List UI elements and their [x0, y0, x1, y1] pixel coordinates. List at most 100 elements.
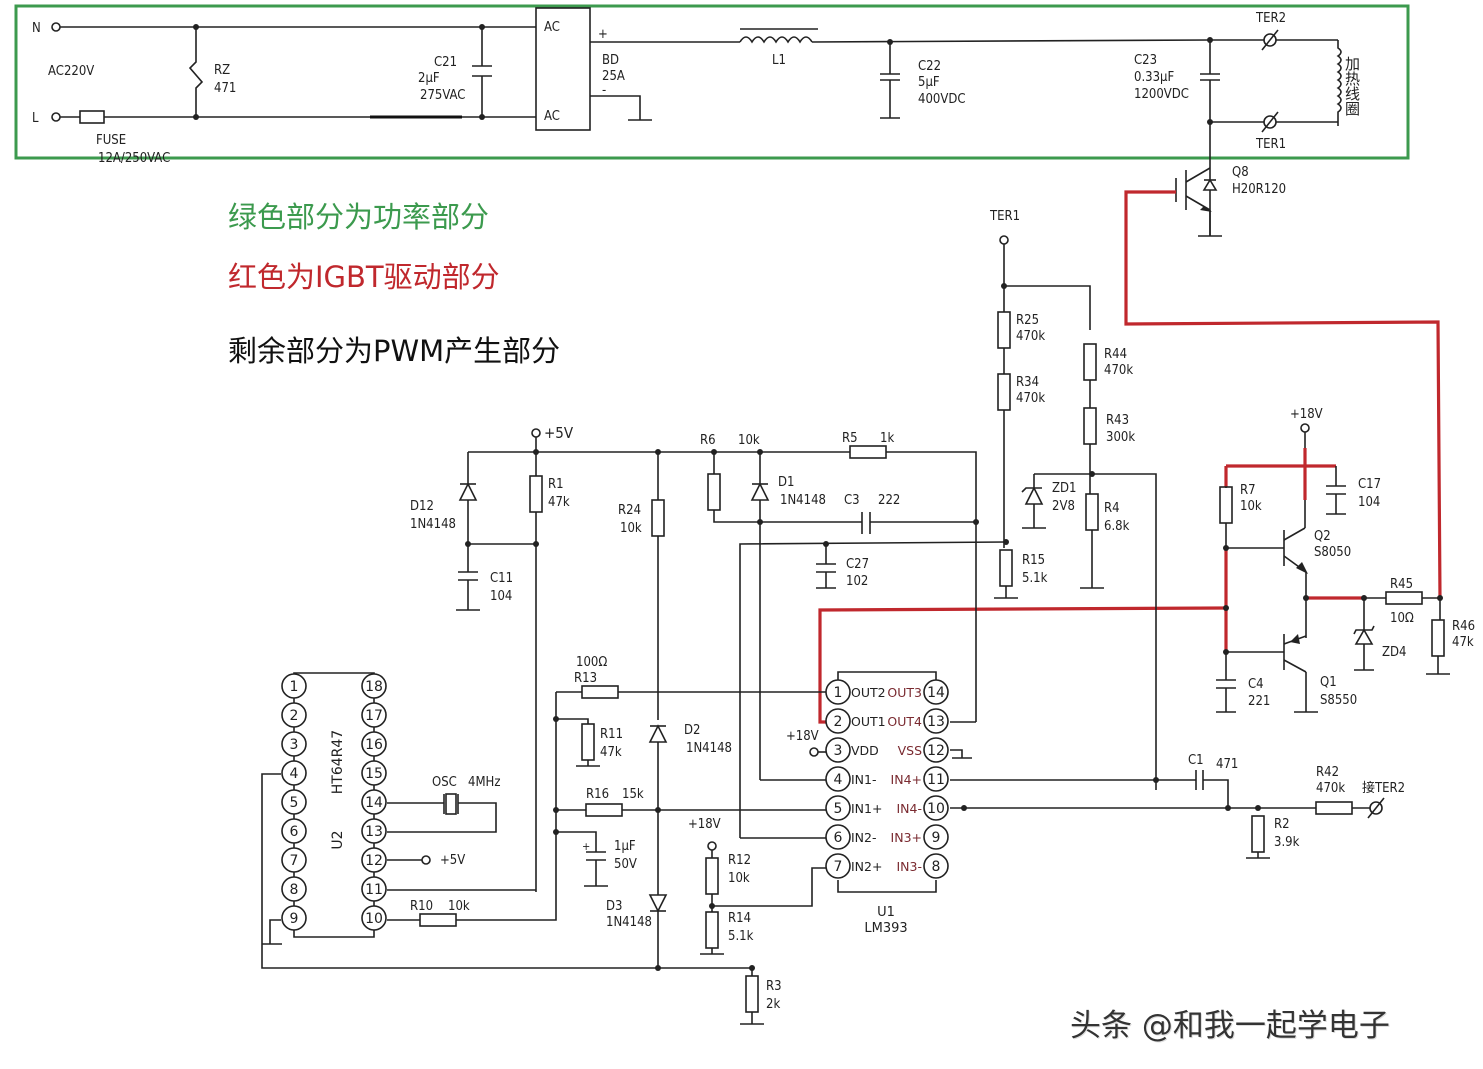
c27-value: 102	[846, 574, 868, 589]
u1-pin-number: 9	[932, 830, 941, 846]
igbt-drive-path	[818, 190, 1442, 724]
rz-ref: RZ	[214, 63, 230, 78]
u1-pin-number: 2	[834, 714, 843, 730]
u2-pin	[361, 905, 387, 931]
r2-ref: R2	[1274, 817, 1290, 832]
heating-coil	[1336, 40, 1342, 126]
u2-pin-number: 13	[365, 824, 383, 840]
u1-pin	[923, 679, 949, 705]
u2-part: HT64R47	[330, 730, 346, 794]
u1-pin	[825, 795, 851, 821]
r43-ref: R43	[1106, 413, 1129, 428]
bridge-ref: BD	[602, 53, 619, 68]
l1-ref: L1	[772, 53, 786, 68]
r42-value: 470k	[1316, 781, 1345, 796]
u1-pin-name: IN4-	[896, 801, 922, 816]
r34-ref: R34	[1016, 375, 1039, 390]
r14-ref: R14	[728, 911, 751, 926]
d12-value: 1N4148	[410, 517, 456, 532]
r46-value: 47k	[1452, 635, 1474, 650]
u1-pin-name: OUT2	[851, 685, 886, 700]
u2-wiring: OSC 4MHz +5V R10 10k	[261, 692, 753, 978]
bridge-plus: +	[598, 27, 608, 42]
u2-pin-number: 15	[365, 766, 383, 782]
vcc5-label: +5V	[544, 424, 574, 442]
r11-ref: R11	[600, 727, 623, 742]
r7-ref: R7	[1240, 483, 1256, 498]
c3-value: 222	[878, 493, 900, 508]
c17-value: 104	[1358, 495, 1380, 510]
r14-value: 5.1k	[728, 929, 754, 944]
bridge-rectifier	[535, 7, 591, 131]
u2-pin-number: 2	[290, 708, 299, 724]
u1-pin	[825, 679, 851, 705]
u2-pin-number: 14	[365, 795, 383, 811]
svg-text:+: +	[582, 840, 590, 853]
u2-pin-number: 4	[290, 766, 299, 782]
r45-ref: R45	[1390, 577, 1413, 592]
r4-ref: R4	[1104, 501, 1120, 516]
bridge-value: 25A	[602, 69, 625, 84]
c23-ref: C23	[1134, 53, 1157, 68]
d3-value: 1N4148	[606, 915, 652, 930]
r13-ref: R13	[574, 671, 597, 686]
u2-pin	[281, 905, 307, 931]
u1-pin-number: 5	[834, 801, 843, 817]
u1-pin-number: 8	[932, 859, 941, 875]
inductor-l1	[739, 36, 813, 44]
u2-pin-number: 3	[290, 737, 299, 753]
driver-vcc: +18V	[1290, 407, 1323, 422]
q8-value: H20R120	[1232, 182, 1286, 197]
r5-value: 1k	[880, 431, 894, 446]
r24-ref: R24	[618, 503, 641, 518]
coil-label: 加热线圈	[1343, 56, 1361, 116]
u1-pin-number: 14	[927, 685, 945, 701]
r16-value: 15k	[622, 787, 644, 802]
supply-label: AC220V	[48, 64, 94, 79]
fuse	[79, 110, 105, 124]
u1-pin-name: VDD	[851, 743, 879, 758]
u1-pin-number: 7	[834, 859, 843, 875]
ter2-label: TER2	[1255, 11, 1286, 26]
c22-ref: C22	[918, 59, 941, 74]
r43-value: 300k	[1106, 430, 1135, 445]
d12-ref: D12	[410, 499, 434, 514]
c22-value: 5μF	[918, 75, 940, 90]
pwm-middle-network: 100Ω R13 R11 47k D2 1N4148 R16 15k + 1μF…	[553, 655, 826, 1025]
r3-ref: R3	[766, 979, 782, 994]
rz-value: 471	[214, 81, 236, 96]
c23-value: 0.33μF	[1134, 70, 1174, 85]
u1-pin-number: 4	[834, 772, 843, 788]
c21-rating: 275VAC	[420, 88, 465, 103]
u1-pin-number: 12	[927, 743, 945, 759]
sense-ter1: TER1	[989, 209, 1020, 224]
u2-pin-number: 1	[290, 679, 299, 695]
r13-value: 100Ω	[576, 655, 607, 670]
bridge-ac1: AC	[544, 20, 560, 35]
l-label: L	[32, 111, 39, 126]
r15-ref: R15	[1022, 553, 1045, 568]
vcc18-u1-label: +18V	[786, 729, 819, 744]
u2-pin-number: 18	[365, 679, 383, 695]
u1-pin	[923, 795, 949, 821]
c4-ref: C4	[1248, 677, 1264, 692]
r46-ref: R46	[1452, 619, 1475, 634]
driver-stage: +18V R7 10k C17 104 Q2 S8050 Q1 S8550	[1216, 407, 1475, 713]
q2-value: S8050	[1314, 545, 1351, 560]
u1-pin	[825, 708, 851, 734]
u2-pin-number: 17	[365, 708, 383, 724]
u2-ref: U2	[330, 830, 346, 849]
q1-value: S8550	[1320, 693, 1357, 708]
r12-ref: R12	[728, 853, 751, 868]
zd4-ref: ZD4	[1382, 645, 1406, 660]
r25-ref: R25	[1016, 313, 1039, 328]
r10-value: 10k	[448, 899, 470, 914]
c3-ref: C3	[844, 493, 860, 508]
ter2-link-label: 接TER2	[1362, 780, 1405, 796]
zd1-ref: ZD1	[1052, 481, 1076, 496]
u2-pin-number: 10	[365, 911, 383, 927]
r16-ref: R16	[586, 787, 609, 802]
